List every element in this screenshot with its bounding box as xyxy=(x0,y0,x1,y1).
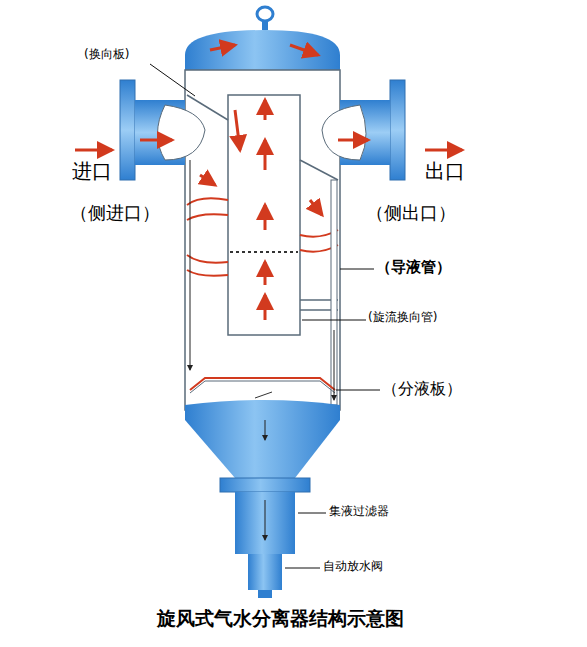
port-label: （侧出口） xyxy=(366,203,456,224)
part-label: 集液过滤器 xyxy=(329,505,389,519)
part-label: 自动放水阀 xyxy=(323,560,383,574)
port-label: 出口 xyxy=(425,160,465,183)
part-label: （分液板） xyxy=(382,380,462,398)
port-label: 进口 xyxy=(72,160,112,183)
part-label: (旋流换向管) xyxy=(368,311,437,325)
caption: 旋风式气水分离器结构示意图 xyxy=(157,608,404,630)
part-label: （导液管） xyxy=(376,259,451,276)
port-label: （侧进口） xyxy=(70,203,160,224)
part-label: (换向板) xyxy=(84,48,129,62)
